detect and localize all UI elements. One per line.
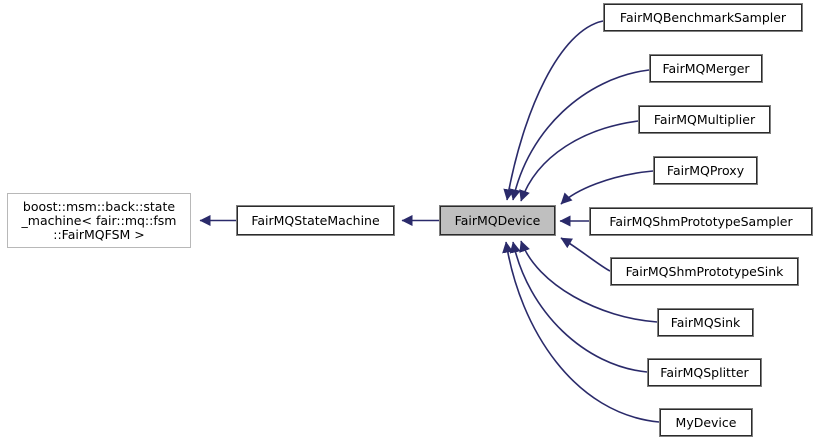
edge-splitter-to-device <box>509 241 648 373</box>
edge-proxy-to-device <box>560 170 654 205</box>
edge-mydevice-to-device <box>502 241 660 423</box>
edge-benchmarksampler-to-device <box>503 20 604 201</box>
node-fairmq-state-machine[interactable]: FairMQStateMachine <box>236 205 395 236</box>
node-fairmq-shm-prototype-sink[interactable]: FairMQShmPrototypeSink <box>610 257 799 286</box>
node-fairmq-shm-prototype-sampler[interactable]: FairMQShmPrototypeSampler <box>589 207 813 236</box>
edge-multiplier-to-device <box>519 120 639 202</box>
node-fairmq-proxy[interactable]: FairMQProxy <box>653 156 758 185</box>
node-fairmq-sink[interactable]: FairMQSink <box>657 308 754 337</box>
node-fairmq-benchmark-sampler[interactable]: FairMQBenchmarkSampler <box>603 3 803 32</box>
node-fairmq-merger[interactable]: FairMQMerger <box>649 54 763 83</box>
node-fairmq-splitter[interactable]: FairMQSplitter <box>647 358 762 387</box>
node-boost-state-machine[interactable]: boost::msm::back::state _machine< fair::… <box>7 193 191 248</box>
node-fairmq-device[interactable]: FairMQDevice <box>439 205 556 236</box>
node-my-device[interactable]: MyDevice <box>659 408 753 437</box>
edge-shmprototypesink-to-device <box>560 237 611 272</box>
node-fairmq-multiplier[interactable]: FairMQMultiplier <box>638 105 771 134</box>
edge-merger-to-device <box>509 69 650 201</box>
edge-sink-to-device <box>519 240 658 323</box>
